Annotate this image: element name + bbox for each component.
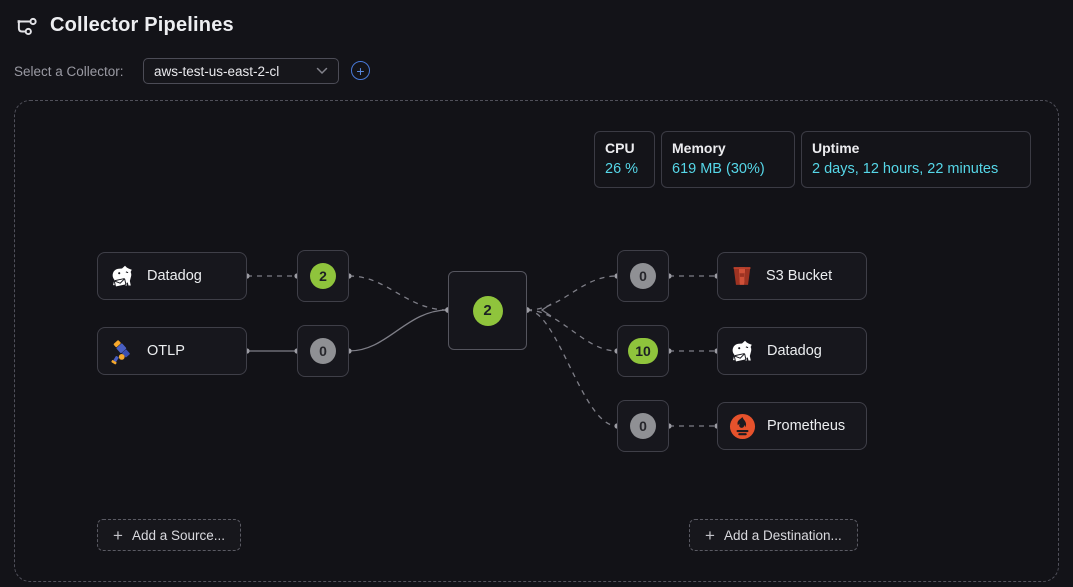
source-node-datadog[interactable]: Datadog (97, 252, 247, 300)
dest-node-label: Prometheus (767, 418, 846, 434)
pipeline-icon (17, 17, 37, 36)
stat-cpu-value: 26 % (605, 161, 639, 177)
count-badge: 0 (310, 338, 336, 364)
counter-dest-s3-bucket[interactable]: 0 (617, 250, 669, 302)
count-badge: 2 (472, 295, 503, 326)
add-destination-label: Add a Destination... (723, 527, 842, 543)
stat-uptime: Uptime 2 days, 12 hours, 22 minutes (801, 131, 1031, 188)
chevron-down-icon (316, 67, 328, 75)
stat-cpu-label: CPU (605, 140, 635, 156)
count-badge: 0 (630, 413, 656, 439)
dest-node-datadog[interactable]: Datadog (717, 327, 867, 375)
dest-node-prometheus[interactable]: Prometheus (717, 402, 867, 450)
prometheus-icon (729, 413, 756, 439)
counter-dest-datadog[interactable]: 10 (617, 325, 669, 377)
page-title: Collector Pipelines (50, 14, 234, 36)
add-source-button[interactable]: + Add a Source... (97, 519, 241, 551)
count-badge: 0 (630, 263, 656, 289)
source-node-otlp[interactable]: OTLP (97, 327, 247, 375)
stat-uptime-value: 2 days, 12 hours, 22 minutes (812, 161, 999, 177)
stat-cpu: CPU 26 % (594, 131, 655, 188)
collector-select-label: Select a Collector: (14, 64, 124, 79)
counter-source-otlp[interactable]: 0 (297, 325, 349, 377)
stat-memory: Memory 619 MB (30%) (661, 131, 795, 188)
plus-icon: + (705, 525, 715, 545)
datadog-icon (732, 340, 752, 362)
counter-source-datadog[interactable]: 2 (297, 250, 349, 302)
stat-memory-value: 619 MB (30%) (672, 161, 765, 177)
add-destination-button[interactable]: + Add a Destination... (689, 519, 858, 551)
dest-node-label: Datadog (767, 343, 822, 359)
otlp-icon (111, 339, 130, 364)
add-source-label: Add a Source... (131, 527, 225, 543)
stat-memory-label: Memory (672, 140, 726, 156)
stat-uptime-label: Uptime (812, 140, 860, 156)
source-node-label: Datadog (147, 268, 202, 284)
source-node-label: OTLP (147, 343, 185, 359)
dest-node-s3-bucket[interactable]: S3 Bucket (717, 252, 867, 300)
s3-bucket-icon (733, 267, 751, 285)
plus-icon: + (113, 525, 123, 545)
processor-node[interactable]: 2 (448, 271, 527, 350)
counter-dest-prometheus[interactable]: 0 (617, 400, 669, 452)
count-badge: 10 (628, 338, 658, 364)
collector-select[interactable]: aws-test-us-east-2-cl (143, 58, 339, 84)
dest-node-label: S3 Bucket (766, 268, 833, 284)
collector-select-value: aws-test-us-east-2-cl (154, 63, 280, 79)
count-badge: 2 (310, 263, 336, 289)
plus-glyph: + (356, 62, 365, 79)
circle-plus-icon[interactable]: + (351, 61, 370, 80)
datadog-icon (112, 265, 132, 287)
